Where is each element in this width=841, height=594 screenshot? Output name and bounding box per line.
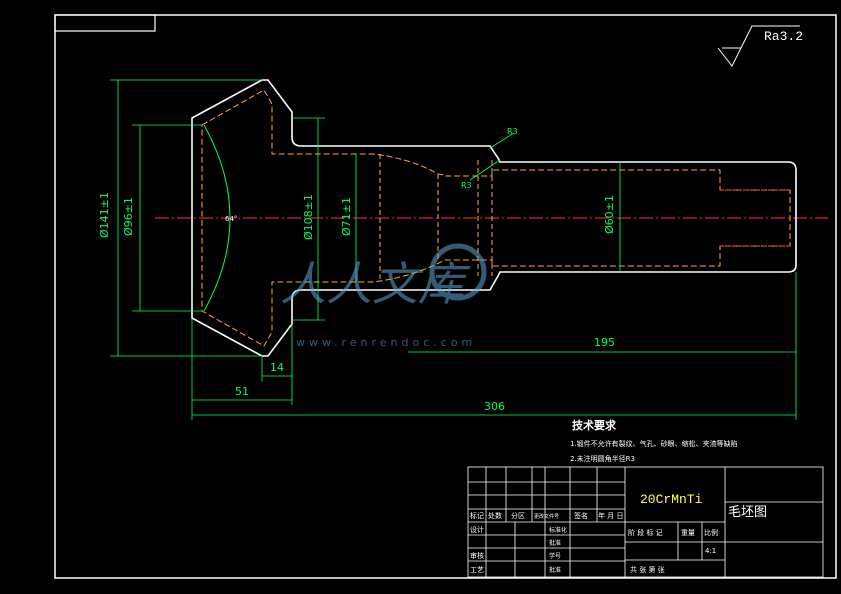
label-design: 设计 [470,525,484,534]
tech-requirement-1: 1.锻件不允许有裂纹、气孔、砂眼、缩松、夹渣等缺陷 [570,439,738,448]
dim-d71: Ø71±1 [340,197,353,236]
part-outline [191,79,797,357]
material-label: 20CrMnTi [640,492,703,507]
dim-306: 306 [484,400,505,413]
scale-value: 4:1 [705,547,716,555]
angle-label: 64° [225,215,237,223]
tech-requirement-2: 2.未注明圆角半径R3 [570,454,635,463]
dim-r3-bottom: R3 [461,181,472,190]
dim-51: 51 [235,385,249,398]
dim-d96: Ø96±1 [122,197,135,236]
dim-d141: Ø141±1 [98,192,111,238]
label-student-id: 学号 [549,552,561,560]
label-approve-1: 批准 [549,539,561,547]
stage-label: 阶 段 标 记 [628,528,663,537]
label-review: 审核 [470,551,484,560]
header-zone: 分区 [511,511,525,520]
dim-14: 14 [270,361,284,374]
title-block [467,466,824,578]
dim-d108: Ø108±1 [302,194,315,240]
head-arc [203,124,231,312]
watermark-url: www.renrendoc.com [296,336,476,349]
header-date: 年 月 日 [598,511,623,520]
watermark-logo-icon [429,243,487,301]
dim-195: 195 [594,336,615,349]
header-count: 处数 [488,511,502,520]
weight-label: 重量 [681,529,695,537]
dim-r3-top: R3 [507,127,518,136]
outer-border [54,14,837,579]
header-mark: 标记 [470,511,484,520]
roughness-label: Ra3.2 [764,29,803,44]
roughness-symbol: Ra3.2 [717,25,803,67]
scale-label: 比例 [704,528,718,537]
header-signature: 签名 [574,511,588,520]
dimension-lines [110,79,797,420]
watermark: 人人文库 www.renrendoc.com [280,243,487,349]
dim-d60: Ø60±1 [603,195,616,234]
label-standardization: 标准化 [549,526,567,534]
watermark-text: 人人文库 [280,257,471,311]
corner-tag-box [54,14,156,32]
header-change-doc: 更改文件号 [534,513,559,520]
label-approve-2: 批准 [549,566,561,574]
label-process: 工艺 [470,566,484,574]
drawing-name: 毛坯图 [728,505,767,520]
tech-requirements-title: 技术要求 [572,418,617,432]
sheet-label: 共 张 第 张 [630,565,665,574]
